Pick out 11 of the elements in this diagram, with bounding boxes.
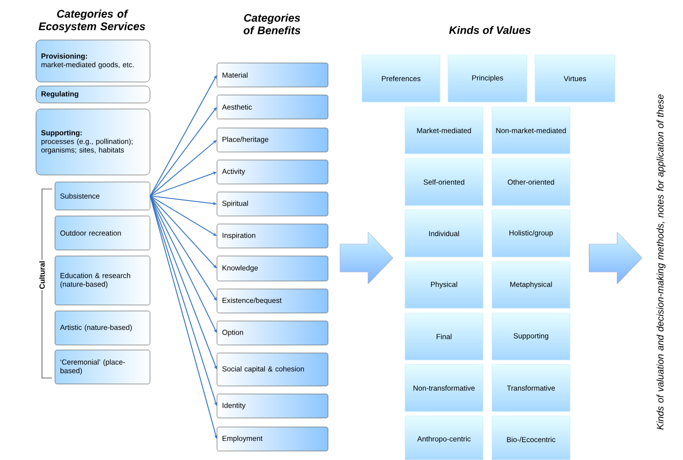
column-heading: Categories of Benefits	[244, 14, 300, 34]
arrow	[150, 196, 217, 333]
arrow	[150, 75, 217, 196]
arrow	[150, 196, 217, 301]
arrow	[150, 107, 217, 196]
side-note: Kinds of valuation and decision-making methods, notes for application of these	[656, 94, 666, 430]
block-arrow	[588, 232, 642, 284]
block-arrow	[340, 232, 394, 284]
arrow	[150, 196, 217, 268]
arrow	[150, 196, 218, 370]
column-heading: Kinds of Values	[449, 26, 531, 34]
